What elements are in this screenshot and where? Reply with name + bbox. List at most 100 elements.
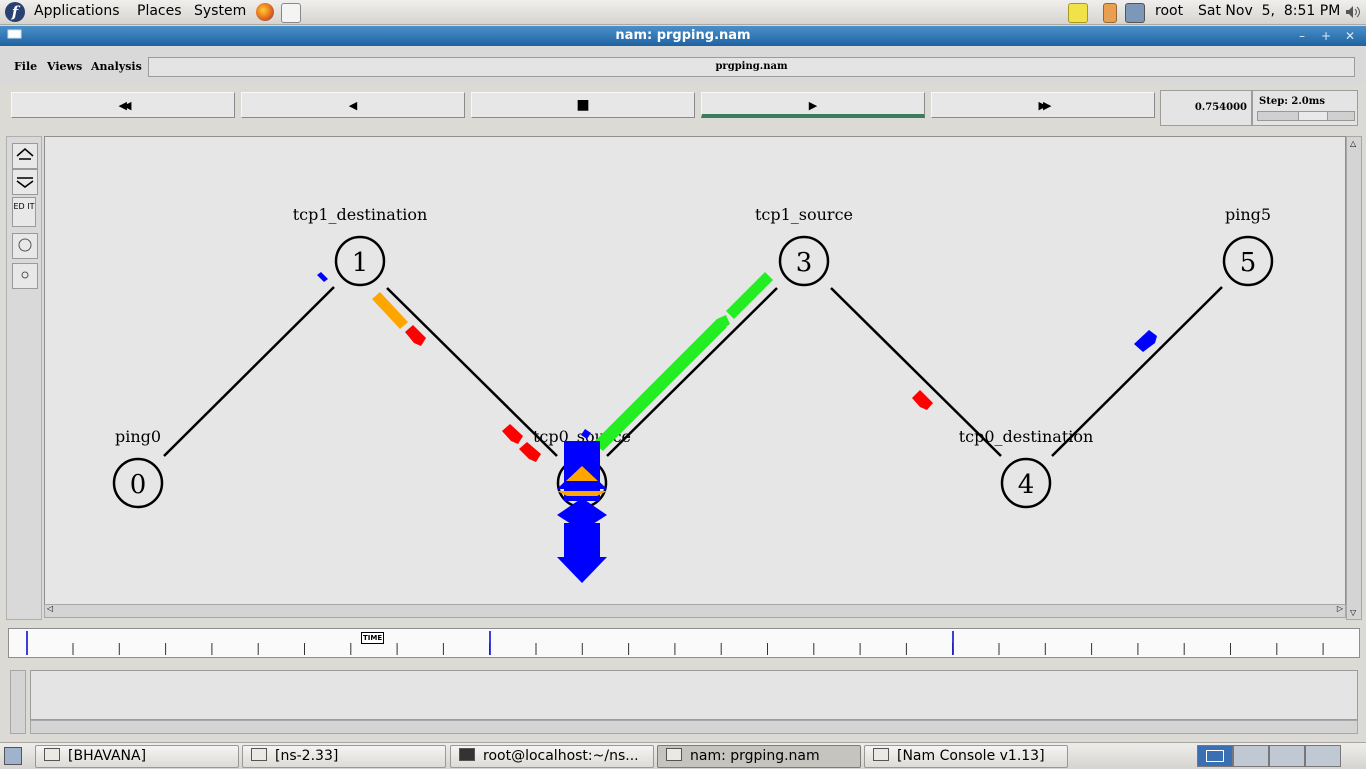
minimize-icon[interactable]: –	[1299, 29, 1305, 43]
packet-green-stream	[593, 319, 727, 451]
step-slider[interactable]	[1257, 111, 1355, 121]
time-slider[interactable]: TIME	[8, 628, 1360, 658]
task-bhavana-label: [BHAVANA]	[68, 748, 147, 764]
node-4-label: tcp0_destination	[959, 427, 1094, 446]
window-title: nam: prgping.nam	[615, 28, 751, 43]
window-menu-icon[interactable]	[6, 28, 24, 44]
node-0-label: ping0	[115, 427, 161, 446]
show-desktop-icon[interactable]	[4, 747, 22, 765]
user-name[interactable]: root	[1155, 3, 1184, 19]
window-titlebar[interactable]: nam: prgping.nam – + ✕	[0, 26, 1366, 46]
zoom-in-icon[interactable]	[12, 143, 38, 169]
scroll-left-icon[interactable]: ◁	[47, 604, 54, 613]
link-4-5	[1051, 286, 1223, 457]
mail-icon[interactable]	[281, 3, 301, 23]
notes-icon[interactable]	[1068, 3, 1088, 23]
log-vertical-scrollbar[interactable]	[10, 670, 26, 734]
fedora-logo-icon[interactable]: f	[5, 2, 25, 22]
time-value: 0.754000	[1194, 102, 1247, 113]
terminal-icon	[459, 748, 475, 761]
edit-label: ED IT	[13, 202, 35, 211]
node-3: 3 tcp1_source	[755, 205, 853, 287]
updates-icon[interactable]	[1103, 3, 1117, 23]
workspace-3[interactable]	[1269, 745, 1305, 767]
task-nam-label: nam: prgping.nam	[690, 748, 820, 764]
play-icon: ▶	[808, 99, 818, 112]
node-4: 4 tcp0_destination	[959, 427, 1094, 509]
views-menu[interactable]: Views	[47, 60, 83, 73]
analysis-menu[interactable]: Analysis	[91, 60, 142, 73]
bottom-taskbar: [BHAVANA] [ns-2.33] root@localhost:~/ns.…	[0, 742, 1366, 769]
task-terminal-label: root@localhost:~/ns...	[483, 748, 639, 764]
queue-orange	[566, 466, 598, 481]
fast-forward-button[interactable]: ▶▶	[931, 92, 1155, 118]
task-terminal[interactable]: root@localhost:~/ns...	[450, 745, 654, 768]
task-bhavana[interactable]: [BHAVANA]	[35, 745, 239, 768]
firefox-icon[interactable]	[256, 3, 274, 21]
clock[interactable]: Sat Nov 5, 8:51 PM	[1198, 3, 1341, 19]
folder-icon	[44, 748, 60, 761]
packet-red-1	[405, 325, 426, 346]
task-ns233[interactable]: [ns-2.33]	[242, 745, 446, 768]
step-slider-handle[interactable]	[1298, 112, 1328, 120]
system-menu[interactable]: System	[194, 3, 247, 19]
fast-forward-icon: ▶▶	[1038, 99, 1052, 112]
volume-icon[interactable]	[1344, 3, 1362, 21]
small-circle-icon[interactable]	[12, 263, 38, 289]
canvas-vertical-scrollbar[interactable]: △ ▽	[1346, 136, 1362, 620]
rewind-button[interactable]: ◀◀	[11, 92, 235, 118]
task-nam-console[interactable]: [Nam Console v1.13]	[864, 745, 1068, 768]
packet-green-2	[726, 272, 773, 319]
top-panel: f Applications Places System root Sat No…	[0, 0, 1366, 25]
scroll-down-icon[interactable]: ▽	[1350, 608, 1357, 617]
play-button[interactable]: ▶	[701, 92, 925, 118]
stop-button[interactable]: ■	[471, 92, 695, 118]
large-circle-icon[interactable]	[12, 233, 38, 259]
task-nam-console-label: [Nam Console v1.13]	[897, 748, 1045, 764]
queue-blue-5	[557, 557, 607, 583]
maximize-icon[interactable]: +	[1320, 29, 1332, 43]
node-0-id: 0	[130, 470, 147, 500]
network-canvas[interactable]: 0 ping0 1 tcp1_destination tcp0_source 3…	[44, 136, 1346, 606]
node-5-label: ping5	[1225, 205, 1271, 224]
step-control: Step: 2.0ms	[1252, 90, 1358, 126]
edit-button[interactable]: ED IT	[12, 197, 36, 227]
time-ticks	[26, 631, 1324, 655]
node-4-id: 4	[1018, 470, 1035, 500]
canvas-horizontal-scrollbar[interactable]: ◁ ▷	[44, 604, 1346, 618]
network-icon[interactable]	[1125, 3, 1145, 23]
packet-blue-small	[317, 272, 328, 282]
time-display: 0.754000	[1160, 90, 1252, 126]
scroll-up-icon[interactable]: △	[1350, 139, 1357, 148]
time-slider-label: TIME	[363, 634, 383, 642]
places-menu[interactable]: Places	[137, 3, 182, 19]
workspace-4[interactable]	[1305, 745, 1341, 767]
queue-blue-3	[557, 498, 607, 531]
back-button[interactable]: ◀	[241, 92, 465, 118]
link-0-1	[163, 286, 335, 457]
node-5: 5 ping5	[1222, 205, 1274, 287]
packet-red-3	[519, 442, 541, 462]
scroll-right-icon[interactable]: ▷	[1336, 604, 1343, 613]
applications-menu[interactable]: Applications	[34, 3, 120, 19]
tool-column: ED IT	[6, 136, 42, 620]
file-menu[interactable]: File	[14, 60, 38, 73]
workspace-2[interactable]	[1233, 745, 1269, 767]
log-horizontal-scrollbar[interactable]	[30, 720, 1358, 734]
annotation-log[interactable]	[30, 670, 1358, 720]
packet-orange	[372, 292, 408, 329]
close-icon[interactable]: ✕	[1344, 29, 1356, 43]
workspace-1[interactable]	[1197, 745, 1233, 767]
back-icon: ◀	[348, 99, 358, 112]
window-icon	[666, 748, 682, 761]
node-5-id: 5	[1240, 248, 1257, 278]
link-3-4	[830, 287, 1002, 457]
task-nam[interactable]: nam: prgping.nam	[657, 745, 861, 768]
time-slider-handle[interactable]: TIME	[361, 632, 385, 644]
node-3-label: tcp1_source	[755, 205, 853, 224]
queue-blue-4	[564, 523, 600, 557]
node-1-label: tcp1_destination	[293, 205, 428, 224]
node-1-id: 1	[352, 248, 369, 278]
zoom-out-icon[interactable]	[12, 169, 38, 195]
rewind-icon: ◀◀	[118, 99, 132, 112]
